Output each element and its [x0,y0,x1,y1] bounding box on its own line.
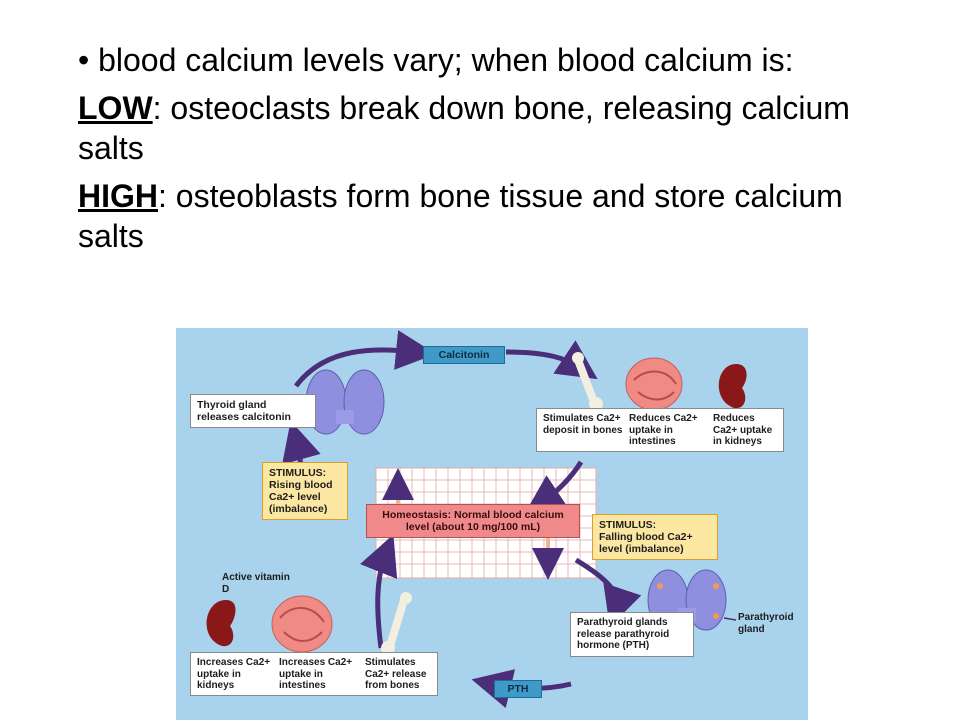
arrow-to-homeostasis-top-icon [524,460,584,515]
kidney-top-icon [718,364,747,409]
stimulus-rising-text: Rising blood Ca2+ level (imbalance) [269,479,333,515]
bone-top-icon [572,352,603,411]
top-effects-panel: Stimulates Ca2+ deposit in bones Reduces… [536,408,784,452]
active-vitamin-d-label: Active vitamin D [222,572,290,595]
stimulus-rising-box: STIMULUS: Rising blood Ca2+ level (imbal… [262,462,348,520]
parathyroid-gland-label: Parathyroid gland [738,612,794,635]
homeostasis-box: Homeostasis: Normal blood calcium level … [366,504,580,538]
arrow-to-parathyroid-icon [574,557,642,627]
bottom-effect-intestines: Increases Ca2+ uptake in intestines [279,657,353,691]
stimulus-falling-box: STIMULUS: Falling blood Ca2+ level (imba… [592,514,718,560]
low-description: : osteoclasts break down bone, releasing… [78,90,850,166]
arrow-to-calcitonin-icon [294,330,436,388]
bottom-effect-kidneys: Increases Ca2+ uptake in kidneys [197,657,271,691]
low-label: LOW [78,90,153,126]
high-line: HIGH: osteoblasts form bone tissue and s… [78,176,878,256]
slide-text: • blood calcium levels vary; when blood … [78,40,878,264]
calcium-homeostasis-figure: Calcitonin PTH Thyroid gland releases ca… [176,328,808,720]
stimulus-falling-text: Falling blood Ca2+ level (imbalance) [599,531,693,555]
stimulus-rising-title: STIMULUS: [269,467,327,479]
calcitonin-label: Calcitonin [423,346,505,364]
low-line: LOW: osteoclasts break down bone, releas… [78,88,878,168]
arrow-to-top-effects-icon [505,340,598,380]
bottom-effects-panel: Increases Ca2+ uptake in kidneys Increas… [190,652,438,696]
pth-label: PTH [494,680,542,698]
arrow-to-homeostasis-bottom-icon [360,534,398,649]
parathyroid-release-box: Parathyroid glands release parathyroid h… [570,612,694,657]
stimulus-falling-title: STIMULUS: [599,519,657,531]
bottom-effect-bones: Stimulates Ca2+ release from bones [365,657,427,691]
top-effect-kidneys: Reduces Ca2+ uptake in kidneys [713,413,773,447]
top-effect-bones: Stimulates Ca2+ deposit in bones [543,413,623,436]
bone-bottom-icon [381,592,412,655]
high-label: HIGH [78,178,158,214]
intestine-bottom-icon [271,595,333,653]
thyroid-icon [305,369,385,435]
high-description: : osteoblasts form bone tissue and store… [78,178,843,254]
kidney-bottom-icon [206,600,236,647]
top-effect-intestines: Reduces Ca2+ uptake in intestines [629,413,698,447]
intestine-top-icon [625,357,683,411]
thyroid-releases-box: Thyroid gland releases calcitonin [190,394,316,428]
bullet-text: • blood calcium levels vary; when blood … [78,42,794,78]
